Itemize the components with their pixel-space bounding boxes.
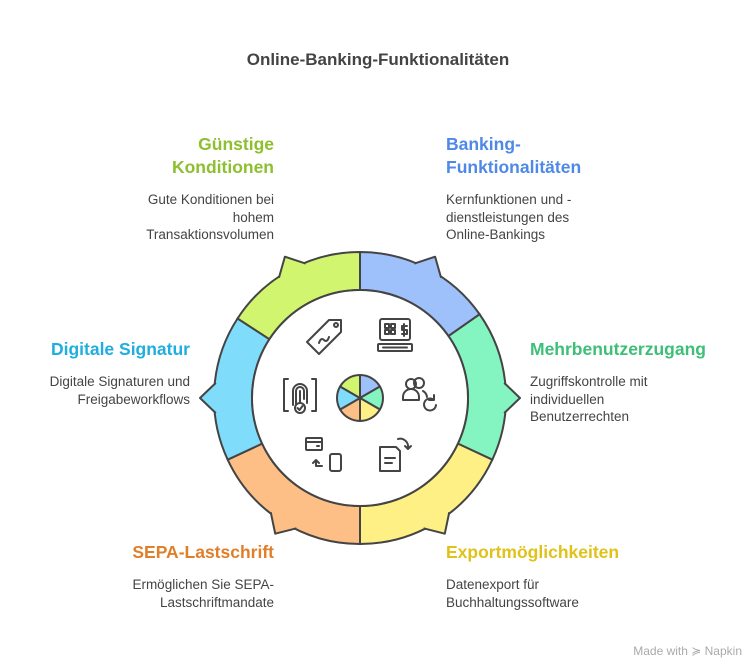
ring-arrow (414, 255, 443, 279)
item-heading: Digitale Signatur (50, 339, 190, 359)
item-heading: Banking- Funktionalitäten (446, 134, 582, 177)
ring-arrow (423, 512, 451, 535)
item-heading: Günstige Konditionen (171, 134, 274, 177)
fingerprint-icon (283, 378, 317, 414)
pos-terminal-icon (377, 318, 413, 352)
users-refresh-icon (402, 377, 437, 412)
document-export-icon (379, 437, 412, 472)
item-sepa: SEPA-Lastschrift Ermöglichen Sie SEPA- L… (34, 541, 274, 611)
item-description: Zugriffskontrolle mit individuellen Benu… (530, 374, 648, 424)
item-signatur: Digitale Signatur Digitale Signaturen un… (0, 338, 190, 408)
item-heading: SEPA-Lastschrift (132, 542, 274, 562)
item-export: Exportmöglichkeiten Datenexport für Buch… (446, 541, 686, 611)
item-description: Datenexport für Buchhaltungssoftware (446, 577, 579, 610)
item-banking: Banking- Funktionalitäten Kernfunktionen… (446, 133, 686, 244)
item-heading: Exportmöglichkeiten (446, 542, 620, 562)
item-description: Gute Konditionen bei hohem Transaktionsv… (146, 192, 274, 242)
page-title: Online-Banking-Funktionalitäten (246, 50, 510, 69)
item-description: Digitale Signaturen und Freigabeworkflow… (49, 374, 190, 407)
ring-arrow (503, 382, 521, 414)
pie-slice (339, 374, 361, 399)
item-mehrbenutzer: Mehrbenutzerzugang Zugriffskontrolle mit… (530, 338, 756, 426)
item-description: Kernfunktionen und - dienstleistungen de… (446, 192, 572, 242)
ring-arrow (199, 382, 217, 414)
item-heading: Mehrbenutzerzugang (530, 339, 706, 359)
ring-arrow (277, 255, 306, 279)
card-to-phone-icon (305, 437, 342, 472)
item-description: Ermöglichen Sie SEPA- Lastschriftmandate (132, 577, 274, 610)
price-tag-icon (306, 319, 342, 355)
napkin-watermark: Made with ≽ Napkin (633, 644, 742, 658)
ring-arrow (269, 512, 297, 535)
item-konditionen: Günstige Konditionen Gute Konditionen be… (34, 133, 274, 244)
